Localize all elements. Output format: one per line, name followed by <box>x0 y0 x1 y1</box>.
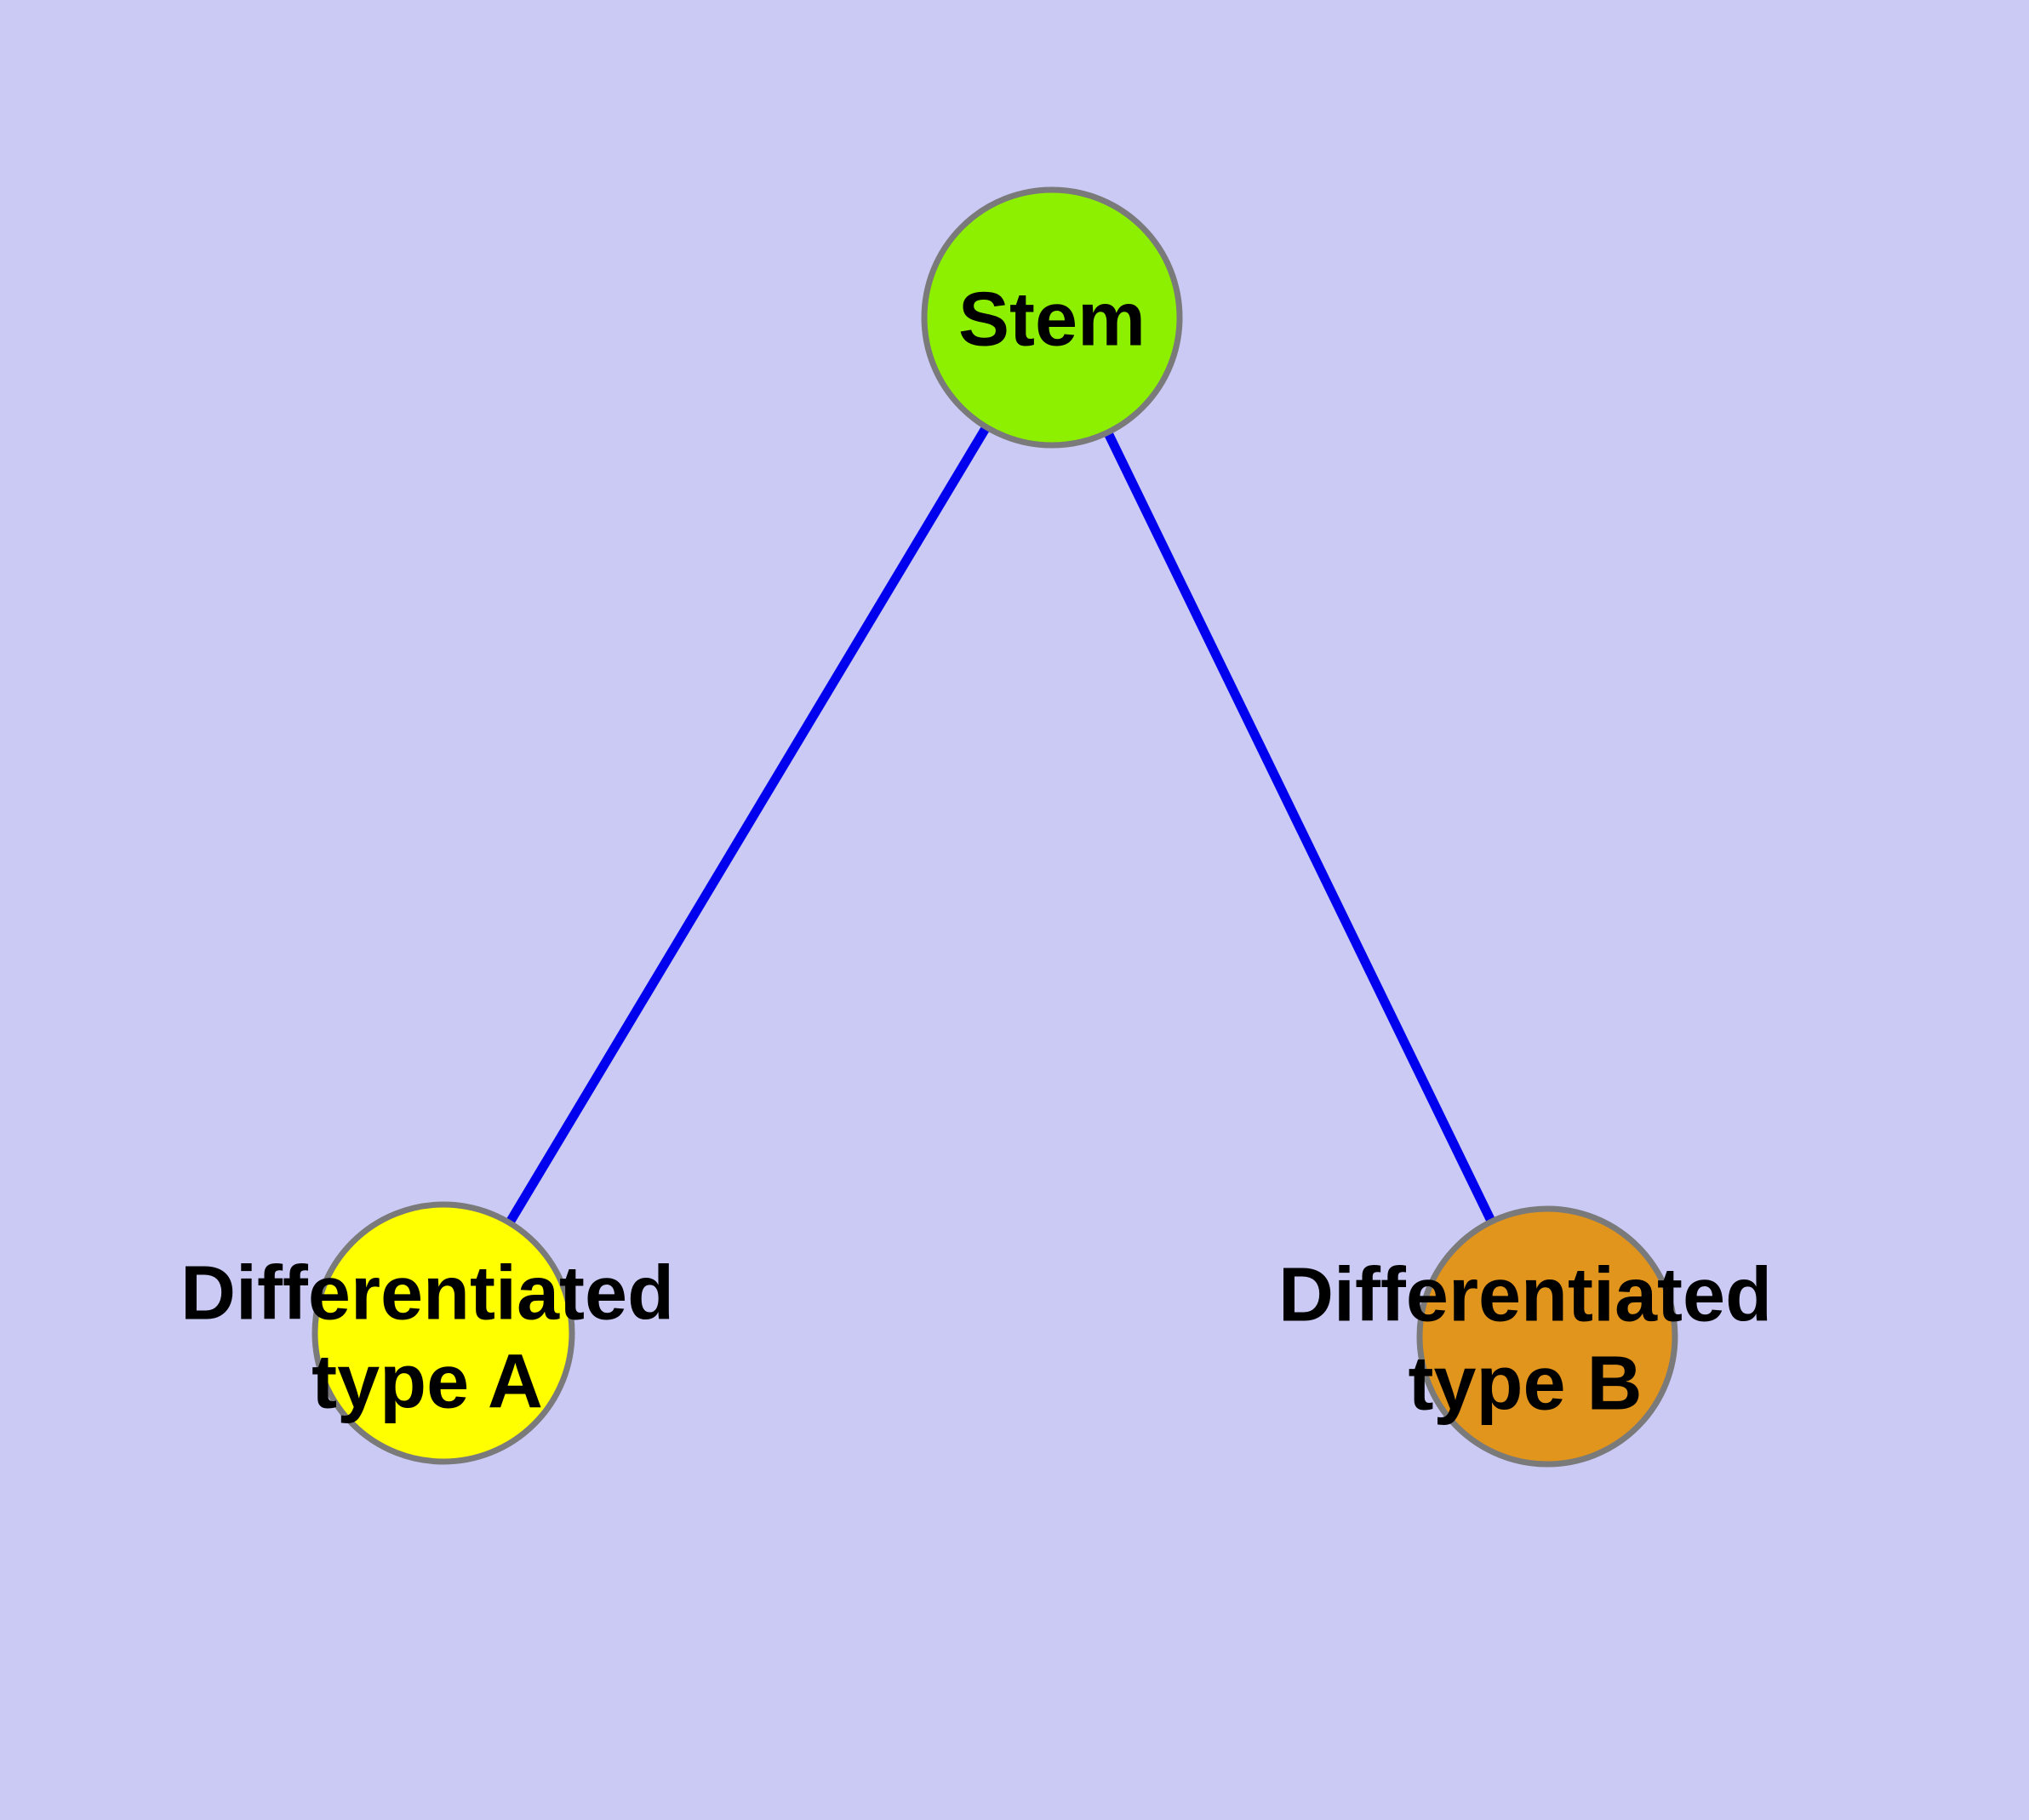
type-a-node[interactable] <box>311 1201 575 1465</box>
edge-stem-to-type-b <box>1048 315 1552 1339</box>
stem-node[interactable] <box>921 186 1183 449</box>
edge-stem-to-type-a <box>439 315 1056 1336</box>
edge-group <box>439 315 1552 1339</box>
node-group <box>311 186 1678 1468</box>
type-b-node[interactable] <box>1416 1205 1678 1468</box>
